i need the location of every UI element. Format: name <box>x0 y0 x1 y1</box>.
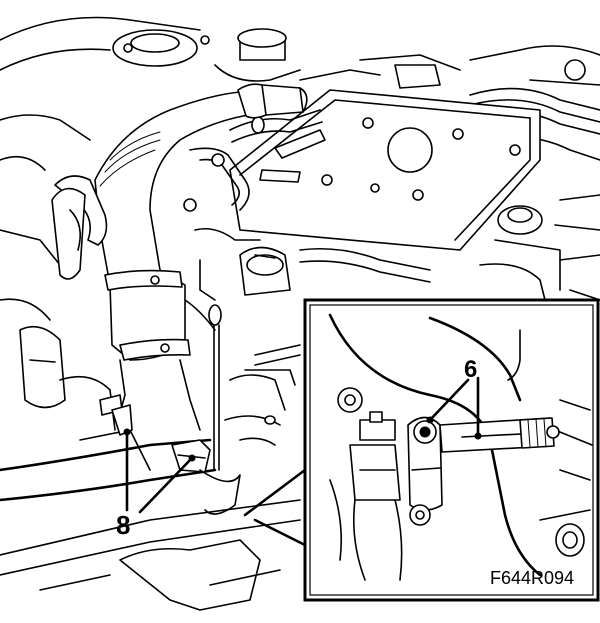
air-intake-pipe <box>51 83 308 515</box>
inset-pointer <box>243 468 307 547</box>
callout-8-leaders <box>123 428 196 514</box>
detail-inset <box>303 298 600 602</box>
engine-bay-background <box>0 16 600 611</box>
figure-code-label: F644R094 <box>490 568 574 588</box>
callout-8-label: 8 <box>116 510 130 540</box>
callout-6-label: 6 <box>464 356 477 383</box>
